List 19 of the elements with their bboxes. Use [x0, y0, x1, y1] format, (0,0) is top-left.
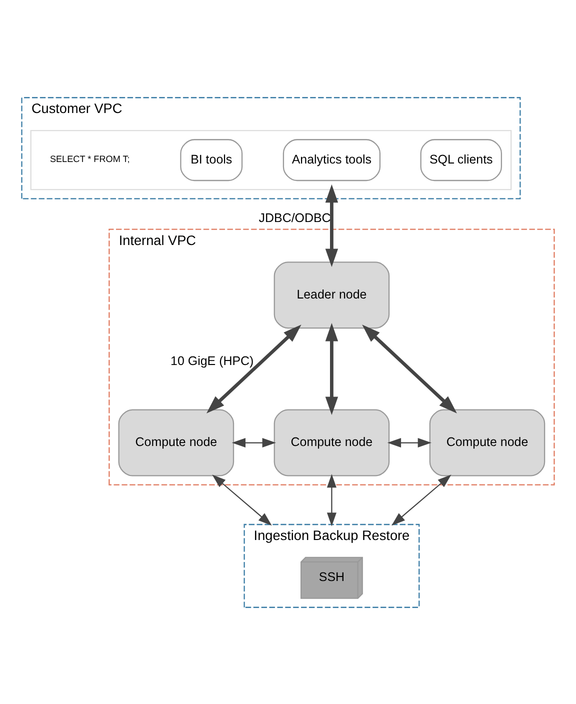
arrow	[232, 437, 276, 448]
arrow	[325, 322, 338, 414]
arrow	[325, 184, 338, 266]
edge-label: 10 GigE (HPC)	[170, 354, 254, 368]
node-box: Analytics tools	[282, 138, 381, 181]
cluster	[30, 129, 512, 190]
label: SELECT * FROM T;	[50, 154, 130, 164]
arrow	[206, 324, 302, 413]
node-box: Leader node	[274, 261, 390, 328]
arrow	[387, 437, 432, 448]
node-box: SQL clients	[420, 138, 502, 181]
arrow	[362, 324, 457, 413]
node-box: Compute node	[274, 408, 390, 476]
arrow	[212, 474, 272, 526]
node-box: Compute node	[118, 408, 234, 476]
arrow	[392, 474, 452, 526]
arrow	[326, 473, 336, 526]
node-box: Compute node	[429, 408, 546, 476]
node-box: BI tools	[180, 138, 243, 181]
